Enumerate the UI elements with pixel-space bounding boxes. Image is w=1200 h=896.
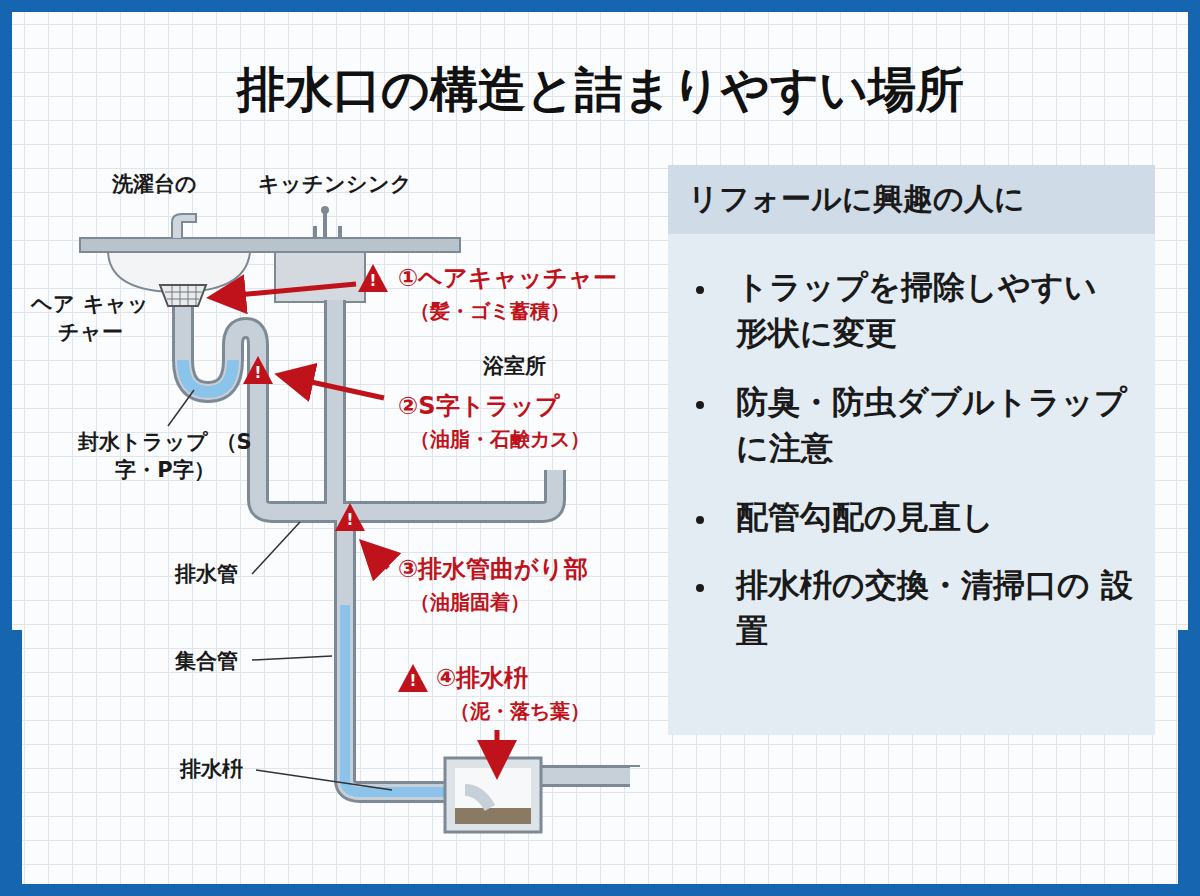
callout-note: （髪・ゴミ蓄積） (410, 298, 570, 325)
bullet-text: 配管勾配の見直し (736, 498, 994, 536)
callout-note: （泥・落ち葉） (450, 698, 590, 725)
callout-note: （油脂・石鹸カス） (410, 426, 590, 453)
panel-heading: リフォールに興趣の人に (668, 165, 1155, 234)
bullet-item: 配管勾配の見直し (688, 494, 1139, 540)
bullet-text: トラップを掃除しやすい 形状に変更 (736, 268, 1097, 352)
bullet-dot (696, 401, 704, 409)
bullet-text: 排水枡の交換・清掃口の 設置 (736, 566, 1133, 650)
part-label: 集合管 (175, 647, 238, 675)
bullet-dot (696, 584, 704, 592)
warning-mark: ! (400, 672, 426, 690)
part-label: 封水トラップ （S字・P字） (70, 428, 260, 484)
info-panel: リフォールに興趣の人にトラップを掃除しやすい 形状に変更防臭・防虫ダブルトラップ… (668, 165, 1155, 735)
callout-title: ①ヘアキャッチャー (398, 262, 617, 294)
bullet-text: 防臭・防虫ダブルトラップ に注意 (736, 383, 1127, 467)
callout-title: ②S字トラップ (398, 390, 560, 422)
part-label: 排水管 (175, 560, 238, 588)
bullet-dot (696, 516, 704, 524)
frame-band (1178, 630, 1200, 896)
warning-mark: ! (337, 511, 363, 529)
callout-title: ④排水枡 (436, 662, 528, 694)
part-label: 排水枡 (180, 755, 243, 783)
callout-title: ③排水管曲がり部 (398, 553, 588, 585)
bullet-dot (696, 286, 704, 294)
warning-mark: ! (245, 364, 271, 382)
title: 排水口の構造と詰まりやすい場所 (0, 58, 1200, 122)
part-label: 洗濯台の (112, 170, 197, 198)
callout-note: （油脂固着） (410, 589, 530, 616)
frame-band (0, 630, 22, 896)
bullet-item: 防臭・防虫ダブルトラップ に注意 (688, 379, 1139, 472)
bullet-item: 排水枡の交換・清掃口の 設置 (688, 562, 1139, 655)
bullet-item: トラップを掃除しやすい 形状に変更 (688, 264, 1139, 357)
warning-mark: ! (360, 272, 386, 290)
part-label: キッチンシンク (258, 170, 412, 198)
part-label: 浴室所 (483, 352, 546, 380)
part-label: ヘア キャッチャー (30, 290, 150, 346)
